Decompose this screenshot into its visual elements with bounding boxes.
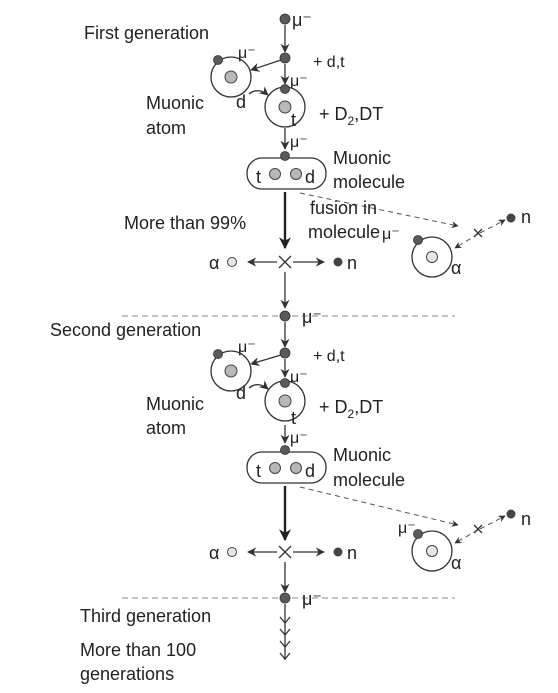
d-label: d [236,92,246,112]
alpha-particle [227,257,237,267]
stuck-neutron-arrow-2 [479,515,506,530]
alpha-particle-2 [227,547,237,557]
stuck-neutron-arrow [479,219,506,234]
released-muon-3-symbol: μ⁻ [302,589,322,609]
muonic-d-atom-muon-2 [213,349,223,359]
neutron-label: n [347,253,357,273]
muonic-molecule-muon-2 [280,445,290,455]
sticking-label-line2: molecule [308,222,380,242]
triton-nucleus-2 [278,394,292,408]
muonic-molecule-label-2-line2: molecule [333,470,405,490]
muonic-t-atom-mu-symbol-2: μ⁻ [290,369,308,386]
arrow-d-to-t-transfer [248,86,269,96]
molecule-t-label-2: t [256,461,261,481]
stuck-muon-symbol-2: μ⁻ [398,520,416,537]
incoming-muon-symbol: μ⁻ [292,10,312,30]
molecule-d-label-2: d [305,461,315,481]
stuck-neutron-label-2: n [521,509,531,529]
fusion-cross-2 [278,545,292,559]
muon-capture-point [279,52,291,64]
t-label-2: t [291,408,296,428]
neutron-label-2: n [347,543,357,563]
released-muon-2-symbol: μ⁻ [302,307,322,327]
molecule-t-nucleus [269,168,281,180]
neutron-2 [333,547,343,557]
molecule-mu-symbol-2: μ⁻ [290,430,308,447]
muon-capture-point-2 [279,347,291,359]
muonic-atom-label-line2: atom [146,118,186,138]
reactants-dt: + d,t [313,54,345,71]
muonic-molecule-label-2-line1: Muonic [333,445,391,465]
deuteron-nucleus [224,70,238,84]
incoming-muon [279,13,291,25]
deuteron-nucleus-2 [224,364,238,378]
first-generation-block: First generation μ⁻ + d,t μ⁻ d μ⁻ t Muon… [84,10,531,309]
stuck-neutron [506,213,516,223]
stuck-alpha-label-2: α [451,553,461,573]
triton-nucleus [278,100,292,114]
reactants-dt-2: + d,t [313,348,345,365]
stuck-alpha-label: α [451,258,461,278]
sticking-branch-arrow-2 [299,486,459,527]
continuation-chevrons [279,616,291,661]
fraction-label: More than 99% [124,213,246,233]
stuck-neutron-label: n [521,207,531,227]
muonic-d-atom-mu-symbol-2: μ⁻ [238,339,256,356]
alpha-label: α [209,253,219,273]
more-generations-line2: generations [80,664,174,684]
molecule-d-nucleus [290,168,302,180]
neutron [333,257,343,267]
third-generation-label: Third generation [80,606,211,626]
reactants-d2-dt-2: + D2,DT [319,397,383,421]
molecule-d-nucleus-2 [290,462,302,474]
more-generations-line1: More than 100 [80,640,196,660]
stuck-muon [413,235,423,245]
third-generation-block: μ⁻ Third generation More than 100 genera… [80,589,322,684]
muonic-t-atom-mu-symbol: μ⁻ [290,73,308,90]
arrow-to-d-atom-2 [250,354,282,367]
alpha-nucleus-stuck [426,251,438,263]
muonic-atom-label-line1: Muonic [146,93,204,113]
molecule-d-label: d [305,167,315,187]
muonic-molecule-muon [280,151,290,161]
muonic-atom-label-2-line1: Muonic [146,394,204,414]
muonic-d-atom-mu-symbol: μ⁻ [238,45,256,62]
reactants-d2-dt: + D2,DT [319,104,383,128]
muonic-atom-label-2-line2: atom [146,418,186,438]
d-label-2: d [236,383,246,403]
molecule-mu-symbol: μ⁻ [290,134,308,151]
released-muon-3 [279,592,291,604]
stuck-fusion-cross-2 [473,524,483,534]
alpha-label-2: α [209,543,219,563]
molecule-t-nucleus-2 [269,462,281,474]
stuck-muon-2 [413,529,423,539]
muonic-t-atom-muon-2 [280,378,290,388]
stuck-fusion-cross [473,228,483,238]
second-generation-label: Second generation [50,320,201,340]
molecule-t-label: t [256,167,261,187]
muonic-d-atom-muon [213,55,223,65]
arrow-to-d-atom [250,59,282,72]
muonic-molecule-label-line1: Muonic [333,148,391,168]
first-generation-label: First generation [84,23,209,43]
stuck-muon-symbol: μ⁻ [382,226,400,243]
fusion-cross [278,255,292,269]
stuck-neutron-2 [506,509,516,519]
muonic-t-atom-muon [280,84,290,94]
second-generation-block: μ⁻ Second generation + d,t μ⁻ d μ⁻ t Muo… [50,307,531,593]
muonic-molecule-label-line2: molecule [333,172,405,192]
released-muon-2 [279,310,291,322]
t-label: t [291,110,296,130]
arrow-d-to-t-transfer-2 [248,380,269,390]
alpha-nucleus-stuck-2 [426,545,438,557]
sticking-label-line1: fusion in [310,198,377,218]
